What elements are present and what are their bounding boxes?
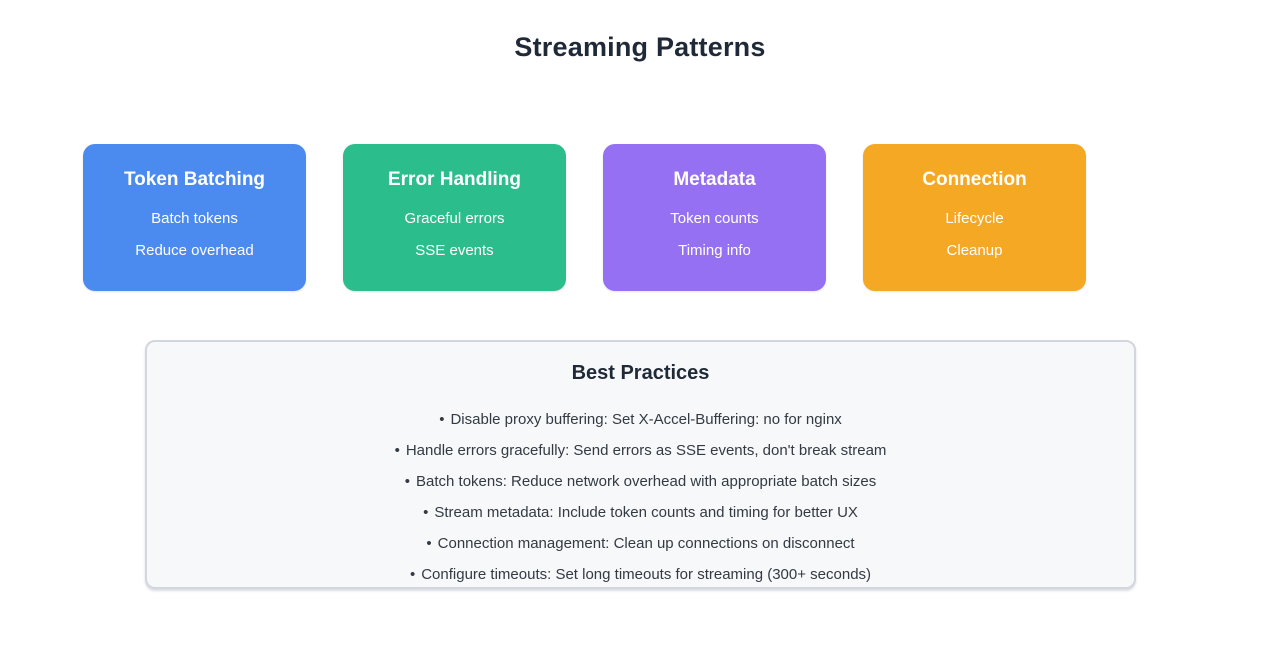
list-item-text: Configure timeouts: Set long timeouts fo… bbox=[421, 566, 872, 583]
best-practices-panel: Best Practices • Disable proxy buffering:… bbox=[145, 340, 1136, 589]
list-item-text: Batch tokens: Reduce network overhead wi… bbox=[416, 473, 877, 490]
list-item: • Disable proxy buffering: Set X-Accel-Bu… bbox=[147, 404, 1134, 435]
list-item-text: Stream metadata: Include token counts an… bbox=[434, 504, 858, 521]
card-line: Lifecycle bbox=[945, 210, 1004, 227]
card-title: Metadata bbox=[673, 169, 756, 190]
page-title: Streaming Patterns bbox=[514, 32, 766, 62]
card-line: Graceful errors bbox=[404, 210, 505, 227]
card-line: SSE events bbox=[415, 242, 494, 259]
list-item: • Connection management: Clean up connect… bbox=[147, 528, 1134, 559]
bullet-icon: • bbox=[426, 535, 432, 552]
card-title: Error Handling bbox=[387, 169, 521, 190]
list-item-text: Connection management: Clean up connecti… bbox=[437, 535, 855, 552]
card-token-batching: Token Batching Batch tokens Reduce overh… bbox=[83, 144, 306, 291]
list-item: • Configure timeouts: Set long timeouts f… bbox=[147, 559, 1134, 590]
card-connection: Connection Lifecycle Cleanup bbox=[863, 144, 1086, 291]
card-metadata: Metadata Token counts Timing info bbox=[603, 144, 826, 291]
bullet-icon: • bbox=[439, 411, 445, 428]
card-line: Cleanup bbox=[946, 242, 1003, 259]
bullet-icon: • bbox=[409, 566, 416, 583]
best-practices-title: Best Practices bbox=[571, 362, 710, 384]
list-item-text: Disable proxy buffering: Set X-Accel-Buf… bbox=[450, 411, 842, 428]
card-title: Token Batching bbox=[123, 169, 266, 190]
bullet-icon: • bbox=[404, 473, 410, 490]
list-item: • Batch tokens: Reduce network overhead w… bbox=[147, 466, 1134, 497]
card-line: Reduce overhead bbox=[135, 242, 254, 259]
list-item: • Handle errors gracefully: Send errors a… bbox=[147, 435, 1134, 466]
card-line: Token counts bbox=[670, 210, 759, 227]
bullet-icon: • bbox=[423, 504, 429, 521]
list-item-text: Handle errors gracefully: Send errors as… bbox=[405, 442, 887, 459]
card-error-handling: Error Handling Graceful errors SSE event… bbox=[343, 144, 566, 291]
bullet-icon: • bbox=[394, 442, 400, 459]
card-line: Batch tokens bbox=[151, 210, 238, 227]
card-title: Connection bbox=[922, 169, 1027, 190]
card-line: Timing info bbox=[678, 242, 751, 259]
list-item: • Stream metadata: Include token counts a… bbox=[147, 497, 1134, 528]
best-practices-list: • Disable proxy buffering: Set X-Accel-Bu… bbox=[147, 404, 1134, 590]
